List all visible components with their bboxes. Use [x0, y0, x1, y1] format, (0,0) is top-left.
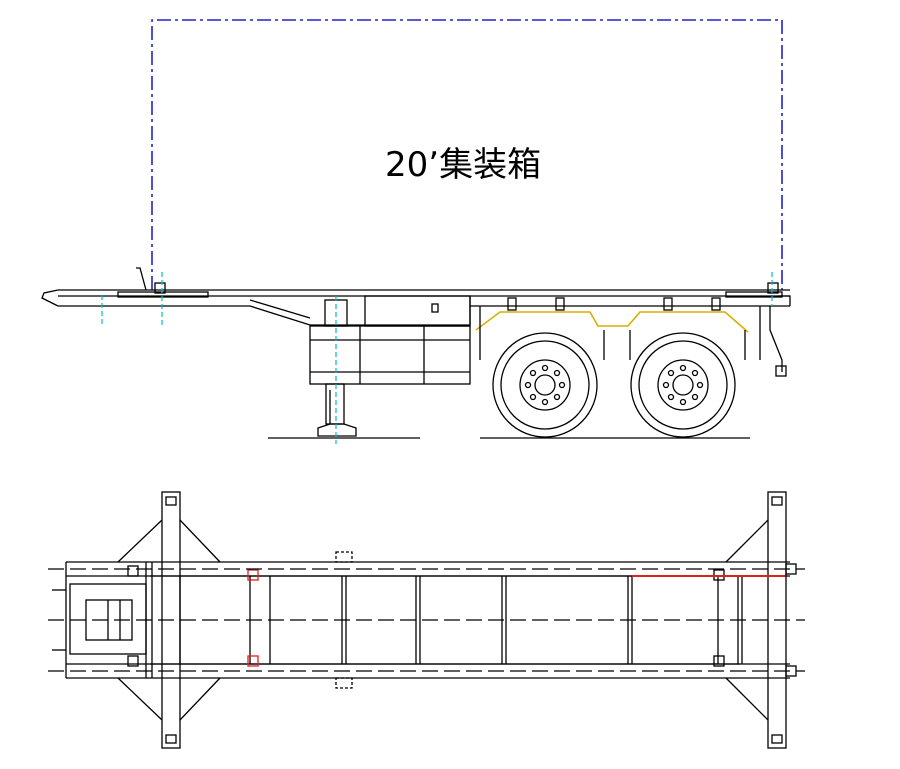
rear-wheel	[630, 332, 736, 438]
plan-centerlines	[48, 568, 805, 672]
landing-leg-marker	[335, 677, 353, 689]
landing-leg-marker	[335, 551, 353, 563]
rear-bumper	[759, 306, 787, 377]
suspension-hangers	[479, 297, 746, 360]
twistlock-marker	[247, 655, 259, 667]
container-label: 20’集装箱	[385, 145, 541, 185]
front-wheel	[492, 332, 598, 438]
rear-twistlock	[725, 282, 783, 298]
twistlock-marker	[247, 569, 259, 581]
landing-gear	[268, 299, 471, 439]
front-twistlock	[117, 267, 209, 298]
main-frame	[41, 289, 791, 327]
side-centerlines	[101, 272, 773, 444]
side-view: 20’集装箱	[41, 19, 791, 444]
plan-view	[48, 491, 805, 749]
suspension	[475, 311, 749, 333]
container-outline	[151, 19, 783, 290]
